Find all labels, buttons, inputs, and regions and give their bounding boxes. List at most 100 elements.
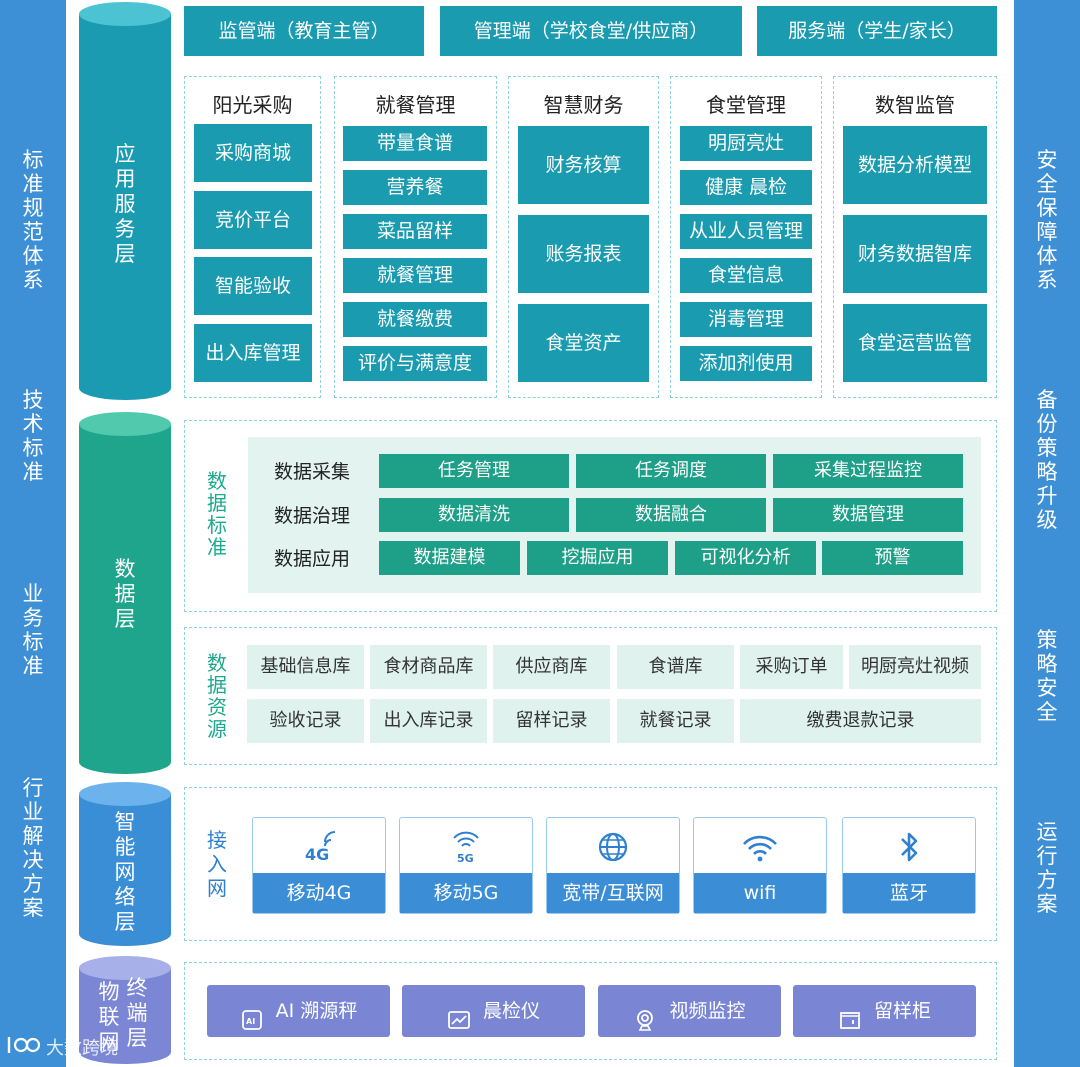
- access-card-label: wifi: [694, 873, 826, 913]
- module-canteen-title: 食堂管理: [706, 93, 786, 117]
- data-row-item: 数据建模: [379, 541, 520, 575]
- module-item: 食堂信息: [680, 258, 812, 293]
- module-item: 健康 晨检: [680, 170, 812, 205]
- resource-item: 出入库记录: [370, 699, 487, 743]
- right-sidebar: 安全保障体系 备份策略升级 策略安全 运行方案: [1014, 0, 1080, 1067]
- access-card-label: 蓝牙: [843, 873, 975, 913]
- module-item: 菜品留样: [343, 214, 487, 249]
- access-card-label: 宽带/互联网: [547, 873, 679, 913]
- module-item: 智能验收: [194, 257, 312, 315]
- data-row-item: 挖掘应用: [527, 541, 668, 575]
- data-row-item: 预警: [822, 541, 963, 575]
- access-card-broadband: 宽带/互联网: [546, 817, 680, 914]
- data-row-name: 数据采集: [273, 461, 350, 483]
- resource-item: 留样记录: [493, 699, 610, 743]
- header-service: 服务端（学生/家长）: [757, 6, 997, 56]
- iot-device-label: 留样柜: [873, 1000, 931, 1022]
- module-item: 带量食谱: [343, 126, 487, 161]
- iot-layer-cylinder: 物联网 终端层: [79, 956, 171, 1064]
- left-sidebar-business-standard: 业务标准: [22, 582, 44, 678]
- module-item: 食堂运营监管: [843, 304, 987, 382]
- module-dining-box: [334, 76, 497, 398]
- module-item: 就餐缴费: [343, 302, 487, 337]
- module-item: 出入库管理: [194, 324, 312, 382]
- resource-item: 验收记录: [247, 699, 364, 743]
- module-supervise-box: [833, 76, 997, 398]
- data-row-item: 采集过程监控: [773, 454, 963, 488]
- data-layer-cylinder: 数据层: [79, 412, 171, 774]
- right-sidebar-policy-security: 策略安全: [1036, 628, 1058, 724]
- access-card-label: 移动4G: [253, 873, 385, 913]
- data-resource-box: [184, 627, 997, 765]
- module-item: 评价与满意度: [343, 346, 487, 381]
- resource-item: 食材商品库: [370, 645, 487, 689]
- access-card-5g: 5G 移动5G: [399, 817, 533, 914]
- right-sidebar-security-system: 安全保障体系: [1036, 148, 1058, 292]
- data-row-item: 数据清洗: [379, 498, 569, 532]
- resource-item: 食谱库: [617, 645, 734, 689]
- header-supervision: 监管端（教育主管）: [184, 6, 424, 56]
- 5g-signal-icon: 5G: [400, 830, 532, 868]
- data-row-name: 数据治理: [273, 505, 350, 527]
- cabinet-icon: [838, 1000, 862, 1029]
- module-dining-title: 就餐管理: [375, 93, 456, 117]
- chart-monitor-icon: [447, 1000, 471, 1029]
- globe-icon: [547, 830, 679, 868]
- camera-icon: [633, 1000, 657, 1031]
- access-card-4g: 4G 移动4G: [252, 817, 386, 914]
- iot-device-cabinet: 留样柜: [793, 985, 976, 1037]
- resource-item: 明厨亮灶视频: [849, 645, 981, 689]
- data-layer-label: 数据层: [114, 557, 136, 631]
- module-canteen-box: [670, 76, 822, 398]
- left-sidebar-industry-solution: 行业解决方案: [22, 776, 44, 920]
- module-item: 食堂资产: [518, 304, 649, 382]
- iot-device-label: 视频监控: [669, 1000, 746, 1022]
- left-sidebar-standard-system: 标准规范体系: [22, 148, 44, 292]
- module-sunshine-box: [184, 76, 321, 398]
- wifi-icon: [694, 830, 826, 868]
- module-item: 就餐管理: [343, 258, 487, 293]
- data-row-name: 数据应用: [273, 548, 350, 570]
- access-card-4g-badge: 4G: [305, 845, 329, 864]
- data-row-item: 数据管理: [773, 498, 963, 532]
- 4g-signal-icon: 4G: [253, 830, 385, 868]
- iot-device-video: 视频监控: [598, 985, 781, 1037]
- module-item: 添加剂使用: [680, 346, 812, 381]
- left-sidebar: 标准规范体系 技术标准 业务标准 行业解决方案: [0, 0, 66, 1067]
- app-layer-cylinder: 应用服务层: [79, 2, 171, 400]
- access-card-wifi: wifi: [693, 817, 827, 914]
- module-item: 数据分析模型: [843, 126, 987, 204]
- module-sunshine-title: 阳光采购: [212, 93, 293, 117]
- watermark-logo-icon: [6, 1034, 41, 1064]
- data-row-item: 任务管理: [379, 454, 569, 488]
- iot-layer-label-a: 物联网: [98, 980, 120, 1054]
- module-item: 消毒管理: [680, 302, 812, 337]
- module-item: 从业人员管理: [680, 214, 812, 249]
- access-card-bluetooth: 蓝牙: [842, 817, 976, 914]
- module-item: 明厨亮灶: [680, 126, 812, 161]
- access-card-label: 移动5G: [400, 873, 532, 913]
- network-layer-cylinder: 智能网络层: [79, 782, 171, 946]
- module-item: 财务核算: [518, 126, 649, 204]
- app-layer-label: 应用服务层: [114, 142, 136, 266]
- access-network-label: 接入网: [207, 828, 227, 900]
- access-card-5g-badge: 5G: [457, 852, 474, 864]
- data-resource-label: 数据资源: [207, 651, 227, 741]
- svg-text:AI: AI: [246, 1017, 255, 1026]
- resource-item: 基础信息库: [247, 645, 364, 689]
- module-item: 营养餐: [343, 170, 487, 205]
- network-layer-label: 智能网络层: [114, 810, 136, 934]
- module-item: 财务数据智库: [843, 215, 987, 293]
- header-management: 管理端（学校食堂/供应商）: [440, 6, 742, 56]
- module-supervise-title: 数智监管: [875, 93, 955, 117]
- module-finance-title: 智慧财务: [543, 93, 624, 117]
- resource-item: 供应商库: [493, 645, 610, 689]
- module-finance-box: [508, 76, 659, 398]
- data-row-item: 数据融合: [576, 498, 766, 532]
- right-sidebar-operation-plan: 运行方案: [1036, 820, 1058, 916]
- module-item: 账务报表: [518, 215, 649, 293]
- resource-item: 就餐记录: [617, 699, 734, 743]
- iot-layer-label-b: 终端层: [126, 976, 148, 1050]
- resource-item: 缴费退款记录: [740, 699, 981, 743]
